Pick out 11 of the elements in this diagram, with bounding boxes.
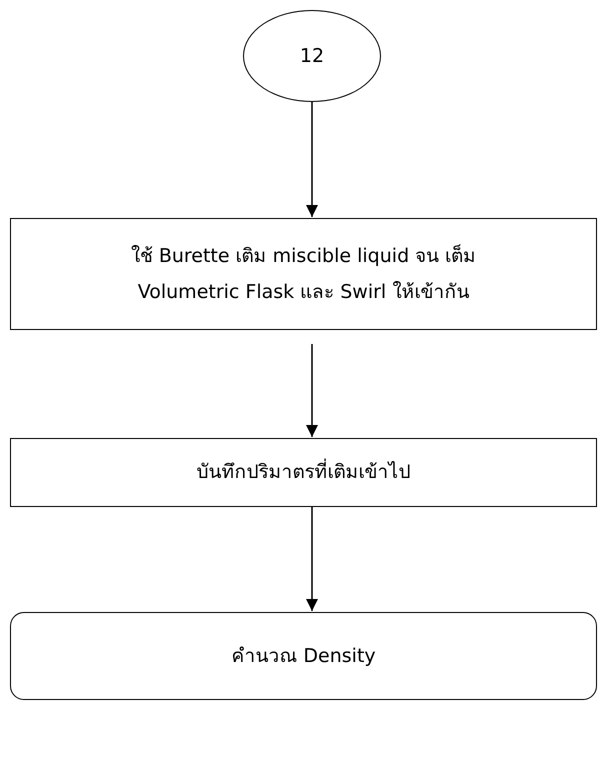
node-text: คำนวณ Density <box>230 644 377 669</box>
arrow <box>306 344 318 437</box>
process-box <box>10 438 597 507</box>
start-circle <box>243 10 381 102</box>
process-box <box>10 218 597 330</box>
node-text: ใช้ Burette เติม miscible liquid จน เต็ม Volumetric Flask และ Swirl ให้เข้ากัน <box>130 243 478 305</box>
arrow <box>306 102 318 217</box>
terminal-box <box>10 612 597 700</box>
node-text: 12 <box>300 44 324 69</box>
arrow <box>306 507 318 611</box>
node-text: บันทึกปริมาตรที่เติมเข้าไป <box>166 454 440 491</box>
